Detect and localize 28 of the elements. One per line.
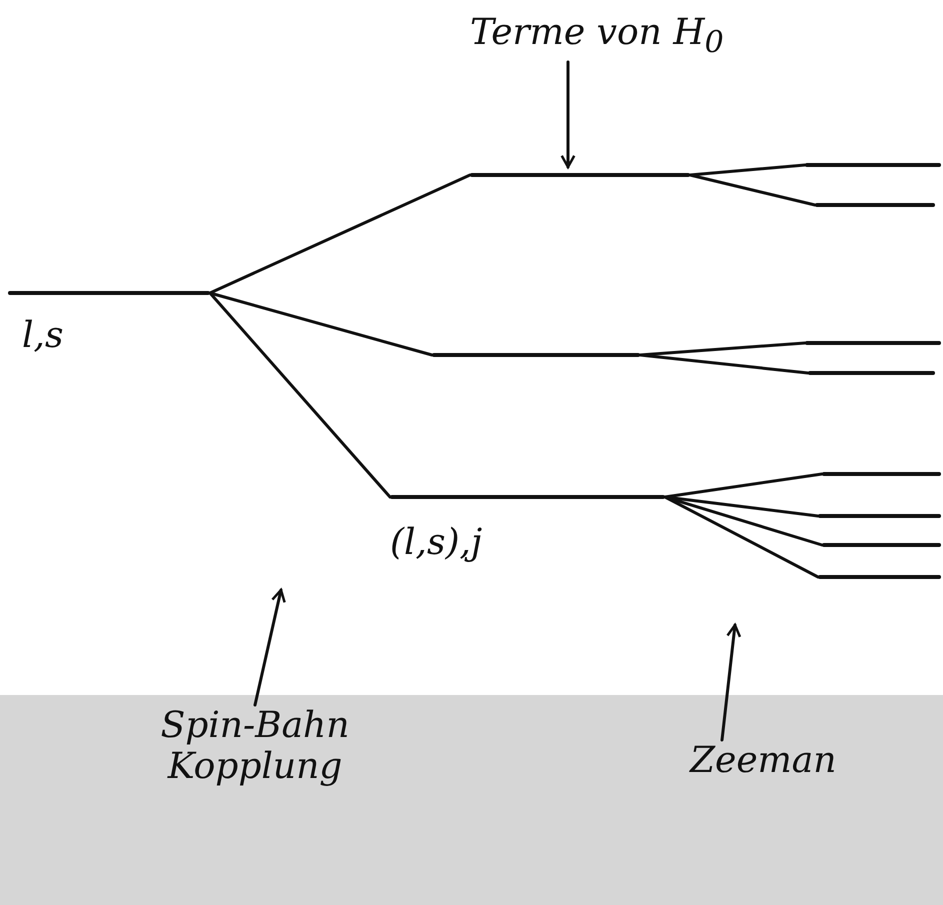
energy-level — [818, 575, 941, 579]
splitting-line — [664, 472, 824, 498]
splitting-line — [208, 292, 392, 498]
splitting-line — [688, 174, 816, 206]
energy-level — [390, 495, 665, 499]
splitting-line — [664, 496, 820, 518]
level-label: l,s — [22, 315, 64, 356]
energy-level — [432, 353, 640, 357]
annotation-text: Terme von H$_{0}$ — [470, 12, 770, 61]
energy-level — [470, 173, 690, 177]
energy-level — [822, 543, 941, 547]
energy-level — [8, 291, 210, 295]
splitting-line — [208, 174, 472, 294]
energy-level — [808, 371, 935, 375]
splitting-line — [688, 164, 806, 176]
splitting-line — [664, 496, 820, 578]
annotation-text: Spin-Bahn Kopplung — [130, 705, 380, 788]
energy-level — [815, 203, 935, 207]
level-label: (l,s),j — [390, 522, 482, 563]
energy-level — [805, 341, 941, 345]
energy-level — [822, 472, 941, 476]
leader-arrow — [560, 60, 576, 168]
annotation-text: Zeeman — [690, 740, 890, 782]
leader-arrow — [720, 624, 742, 742]
energy-level — [805, 163, 941, 167]
leader-arrow — [254, 588, 286, 706]
splitting-line — [638, 354, 810, 374]
energy-level — [818, 514, 941, 518]
